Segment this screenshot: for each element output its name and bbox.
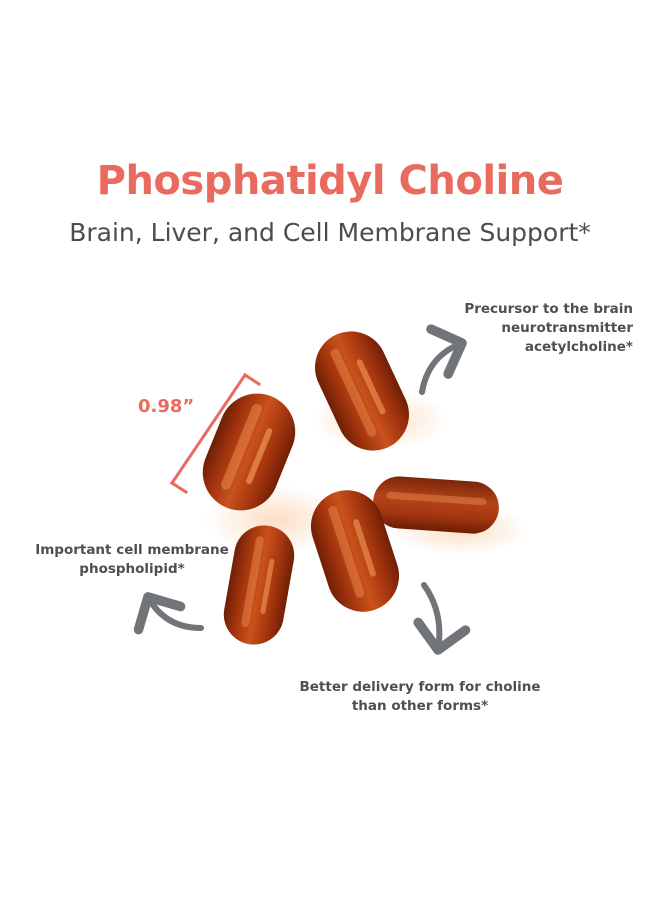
callout-line: acetylcholine* — [524, 339, 633, 355]
callout-line: phospholipid* — [79, 561, 185, 577]
callout-cell-membrane: Important cell membrane phospholipid* — [27, 541, 237, 579]
product-subtitle: Brain, Liver, and Cell Membrane Support* — [69, 218, 591, 247]
arrow-icon — [413, 582, 471, 655]
softgel — [373, 476, 499, 534]
size-bracket — [169, 372, 262, 495]
softgel — [315, 331, 409, 451]
softgel — [310, 490, 400, 612]
callout-delivery-form: Better delivery form for choline than ot… — [290, 678, 550, 716]
callout-line: Better delivery form for choline — [299, 679, 541, 695]
callout-line: Important cell membrane — [35, 542, 229, 558]
size-label: 0.98” — [138, 396, 195, 417]
callout-line: neurotransmitter — [501, 320, 633, 336]
arrow-icon — [419, 324, 467, 395]
callout-line: Precursor to the brain — [464, 301, 633, 317]
callout-line: than other forms* — [351, 698, 489, 714]
softgel — [223, 525, 295, 645]
callout-neurotransmitter: Precursor to the brain neurotransmitter … — [413, 300, 633, 357]
arrow-icon — [133, 592, 204, 635]
softgel — [202, 393, 296, 511]
product-title: Phosphatidyl Choline — [96, 158, 564, 204]
